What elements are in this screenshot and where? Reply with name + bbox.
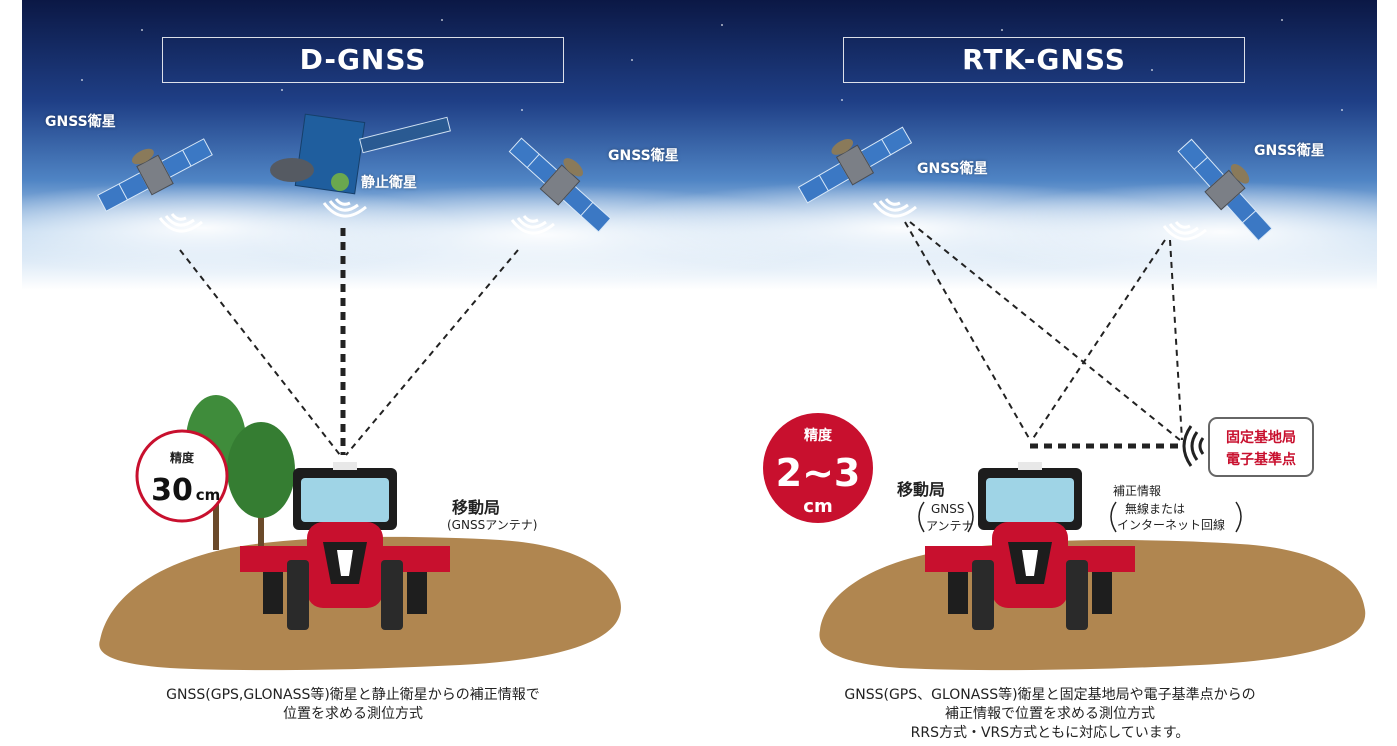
base-station-icon bbox=[1182, 425, 1205, 467]
tractor-right bbox=[925, 462, 1135, 630]
gnss-satellite-left-2 bbox=[504, 123, 624, 238]
base-station-label-2: 電子基準点 bbox=[1226, 451, 1296, 468]
rover-sub-right-2: アンテナ bbox=[926, 519, 974, 533]
signal-lines-right bbox=[904, 221, 1183, 441]
signal-waves-icon bbox=[322, 197, 368, 218]
accuracy-label-left: 精度 bbox=[170, 450, 195, 465]
geo-satellite-label: 静止衛星 bbox=[361, 175, 417, 191]
gnss-satellite-label: GNSS衛星 bbox=[1254, 143, 1325, 159]
rover-paren bbox=[918, 501, 974, 533]
correction-label: 補正情報 bbox=[1113, 484, 1162, 498]
gnss-satellite-label: GNSS衛星 bbox=[45, 114, 116, 130]
accuracy-value-left: 30 bbox=[151, 473, 193, 508]
signal-waves-icon bbox=[158, 212, 204, 233]
gnss-satellite-label: GNSS衛星 bbox=[917, 161, 988, 177]
caption-right-line-1: GNSS(GPS、GLONASS等)衛星と固定基地局や電子基準点からの bbox=[844, 687, 1256, 703]
accuracy-unit-left: cm bbox=[196, 486, 221, 504]
gnss-satellite-label: GNSS衛星 bbox=[608, 148, 679, 164]
signal-lines-left bbox=[179, 249, 519, 456]
gnss-satellite-right-1 bbox=[788, 110, 916, 210]
signal-waves-icon bbox=[872, 197, 918, 218]
caption-left-line-2: 位置を求める測位方式 bbox=[283, 706, 423, 722]
rover-sub-left: (GNSSアンテナ) bbox=[447, 518, 538, 532]
correction-sub-1: 無線または bbox=[1125, 502, 1186, 516]
accuracy-badge-left: 精度 30 cm bbox=[135, 429, 229, 523]
accuracy-label-right: 精度 bbox=[804, 427, 833, 444]
accuracy-unit-right: cm bbox=[803, 496, 832, 517]
d-gnss-title: D-GNSS bbox=[162, 37, 564, 83]
geostationary-satellite bbox=[270, 113, 451, 195]
sky-background bbox=[22, 0, 1377, 290]
rtk-gnss-title: RTK-GNSS bbox=[843, 37, 1245, 83]
rover-label-right: 移動局 bbox=[897, 480, 946, 499]
caption-right: GNSS(GPS、GLONASS等)衛星と固定基地局や電子基準点からの 補正情報… bbox=[770, 686, 1330, 743]
correction-paren bbox=[1110, 501, 1242, 533]
signal-waves-icon bbox=[510, 214, 556, 235]
correction-sub-2: インターネット回線 bbox=[1117, 518, 1226, 532]
caption-right-line-3: RRS方式・VRS方式ともに対応しています。 bbox=[910, 725, 1190, 741]
rover-label-left: 移動局 bbox=[452, 498, 501, 517]
accuracy-value-right: 2~3 bbox=[776, 451, 861, 495]
accuracy-badge-right: 精度 2~3 cm bbox=[763, 413, 873, 523]
base-station-label-1: 固定基地局 bbox=[1226, 429, 1296, 446]
base-station-box bbox=[1208, 417, 1314, 477]
signal-waves-icon bbox=[1162, 220, 1208, 241]
caption-left: GNSS(GPS,GLONASS等)衛星と静止衛星からの補正情報で 位置を求める… bbox=[73, 686, 633, 724]
caption-right-line-2: 補正情報で位置を求める測位方式 bbox=[945, 706, 1155, 722]
gnss-satellite-left-1 bbox=[88, 121, 216, 218]
rover-sub-right-1: GNSS bbox=[931, 502, 965, 516]
caption-left-line-1: GNSS(GPS,GLONASS等)衛星と静止衛星からの補正情報で bbox=[166, 687, 540, 703]
